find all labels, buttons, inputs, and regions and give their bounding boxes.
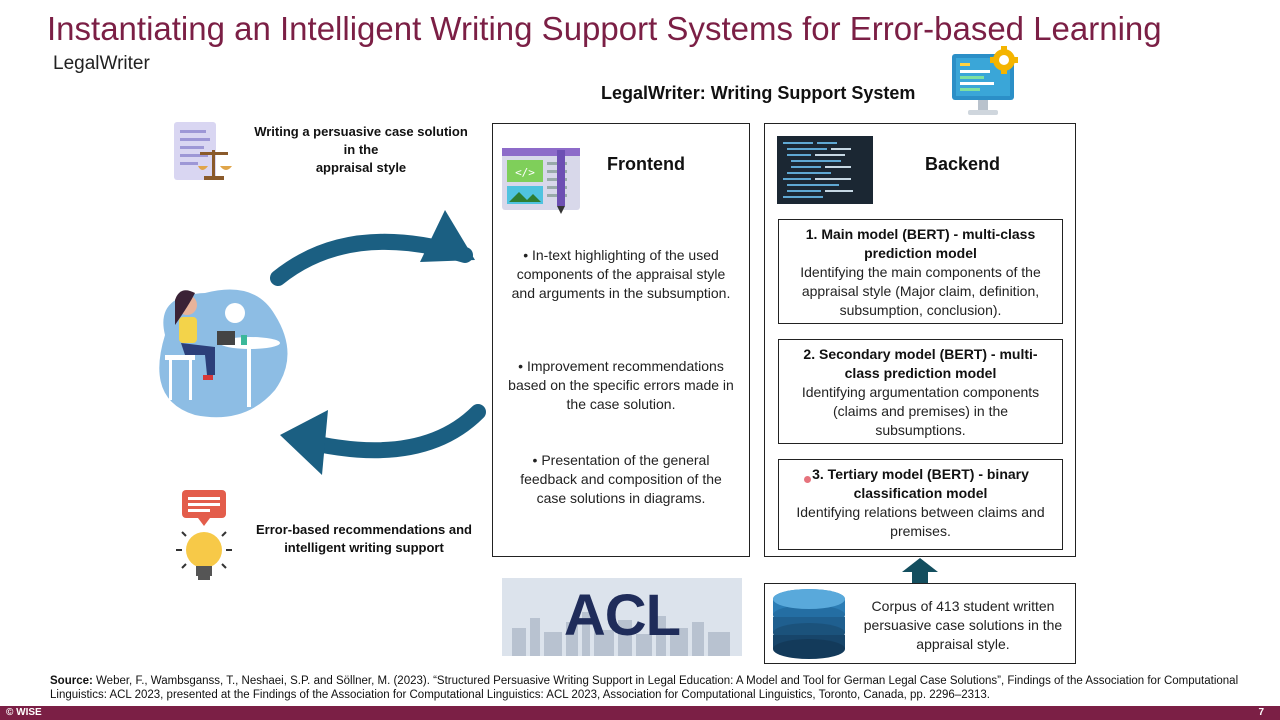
corpus-description: Corpus of 413 student written persuasive…	[863, 598, 1063, 652]
frontend-heading: Frontend	[607, 154, 685, 174]
web-design-icon: </>	[502, 148, 580, 214]
backend-panel: Backend 1. Main model (BERT) - multi-cla…	[764, 123, 1076, 557]
up-arrow-icon	[902, 558, 938, 584]
document-scales-icon	[174, 122, 232, 180]
frontend-bullet-recommendations: • Improvement recommendations based on t…	[508, 358, 734, 412]
source-citation: Source: Weber, F., Wambsganss, T., Nesha…	[50, 674, 1250, 702]
main-model-title: 1. Main model (BERT) - multi-class predi…	[805, 226, 1036, 261]
slide-title: Instantiating an Intelligent Writing Sup…	[47, 10, 1162, 47]
footer-copyright: © WISE	[6, 707, 42, 718]
cycle-arrows	[270, 210, 486, 475]
secondary-model-title: 2. Secondary model (BERT) - multi-class …	[803, 346, 1038, 381]
error-recommendations-label: Error-based recommendations and intellig…	[256, 522, 472, 555]
main-model-description: Identifying the main components of the a…	[800, 264, 1041, 318]
database-icon	[773, 589, 845, 659]
tertiary-model-title: 3. Tertiary model (BERT) - binary classi…	[812, 466, 1029, 501]
acl-2023-logo: ACL 2023	[502, 578, 742, 656]
secondary-model-box: 2. Secondary model (BERT) - multi-class …	[778, 339, 1063, 444]
frontend-panel: </> Frontend • In-text highlighting of t…	[492, 123, 750, 557]
slide-subtitle: LegalWriter	[53, 53, 150, 74]
secondary-model-description: Identifying argumentation components (cl…	[801, 384, 1040, 438]
footer-bar: © WISE 7	[0, 706, 1280, 720]
backend-heading: Backend	[925, 154, 1001, 174]
corpus-panel: Corpus of 413 student written persuasive…	[764, 583, 1076, 664]
tertiary-model-box: 3. Tertiary model (BERT) - binary classi…	[778, 459, 1063, 550]
source-label: Source:	[50, 675, 93, 687]
frontend-bullet-highlighting: • In-text highlighting of the used compo…	[511, 247, 731, 301]
page-number: 7	[1258, 707, 1264, 718]
acl-logo-text: ACL 2023	[559, 583, 685, 656]
monitor-gear-icon	[952, 46, 1018, 115]
svg-text:</>: </>	[515, 166, 535, 179]
main-model-box: 1. Main model (BERT) - multi-class predi…	[778, 219, 1063, 324]
writing-task-label: Writing a persuasive case solution in th…	[254, 124, 468, 175]
laser-pointer-dot	[804, 476, 811, 483]
tertiary-model-description: Identifying relations between claims and…	[796, 504, 1045, 539]
lightbulb-feedback-icon	[176, 490, 232, 580]
system-title: LegalWriter: Writing Support System	[601, 83, 916, 103]
frontend-bullet-diagrams: • Presentation of the general feedback a…	[520, 452, 722, 506]
student-laptop-illustration	[159, 289, 288, 418]
source-text: Weber, F., Wambsganss, T., Neshaei, S.P.…	[50, 675, 1239, 701]
code-screen-icon	[777, 136, 873, 204]
city-skyline-graphic	[512, 612, 730, 656]
